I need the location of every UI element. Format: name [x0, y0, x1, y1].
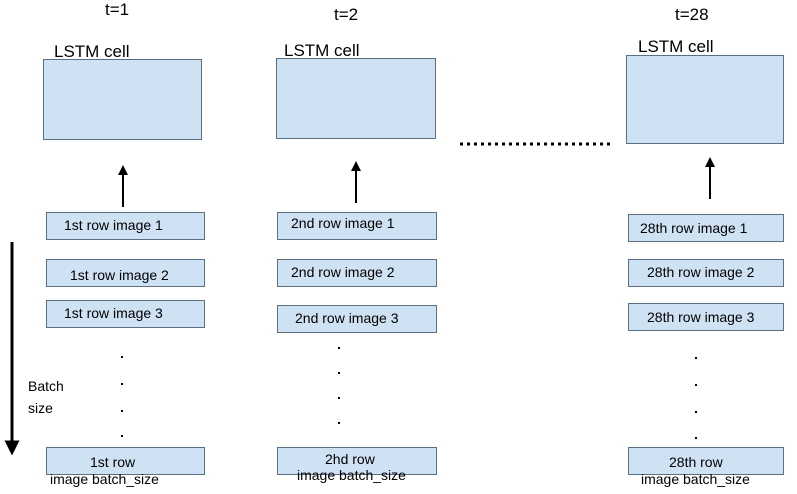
row-box-2-3: 2nd row image 3 [277, 305, 437, 333]
batch-label-line1: Batch [28, 378, 64, 394]
row-label: 2nd row image 2 [291, 264, 395, 280]
lstm-cell-label-2: LSTM cell [284, 41, 360, 60]
row-box-3-last: 28th row [628, 447, 784, 475]
lstm-cell-label-3: LSTM cell [638, 37, 714, 56]
row-label: 1st row image 2 [70, 267, 169, 283]
row-label: 2hd row [325, 451, 375, 467]
batch-label-line2: size [28, 400, 53, 416]
lstm-cell-label-1: LSTM cell [54, 42, 130, 61]
row-box-3-1: 28th row image 1 [628, 214, 784, 242]
row-label: 1st row [90, 454, 136, 470]
row-caption-3: image batch_size [641, 471, 750, 487]
row-box-3-3: 28th row image 3 [628, 303, 784, 331]
vdot [121, 410, 123, 412]
lstm-cell-2 [276, 58, 436, 139]
vdot [121, 356, 123, 358]
vdot [121, 435, 123, 437]
time-label-1: t=1 [105, 0, 130, 19]
row-caption-1: image batch_size [50, 471, 159, 487]
vdot [338, 347, 340, 349]
batch-size-label: Batch size [28, 375, 64, 419]
row-label: 1st row image 1 [64, 217, 163, 233]
row-box-2-2: 2nd row image 2 [277, 259, 437, 287]
row-label: 28th row image 3 [647, 309, 755, 325]
row-label: 28th row image 1 [640, 220, 748, 236]
vdot [338, 372, 340, 374]
vdot [695, 357, 697, 359]
lstm-cell-3 [626, 55, 784, 144]
time-label-3: t=28 [675, 5, 709, 24]
vdot [695, 384, 697, 386]
vdot [338, 422, 340, 424]
row-caption-2: image batch_size [297, 467, 406, 483]
row-box-2-last: 2hd row [277, 447, 437, 475]
vdot [695, 411, 697, 413]
lstm-cell-1 [43, 59, 202, 140]
row-label: 28th row image 2 [647, 264, 755, 280]
row-label: 2nd row image 1 [291, 215, 395, 231]
vdot [338, 397, 340, 399]
row-label: 1st row image 3 [64, 305, 163, 321]
row-box-1-3: 1st row image 3 [46, 300, 205, 328]
row-label: 28th row [669, 454, 723, 470]
vdot [121, 383, 123, 385]
row-box-2-1: 2nd row image 1 [277, 212, 437, 240]
row-box-1-2: 1st row image 2 [46, 259, 205, 287]
time-label-2: t=2 [334, 5, 359, 24]
vdot [695, 437, 697, 439]
row-label: 2nd row image 3 [295, 310, 399, 326]
row-box-1-last: 1st row [46, 447, 205, 475]
row-box-3-2: 28th row image 2 [628, 259, 784, 287]
row-box-1-1: 1st row image 1 [46, 212, 205, 240]
